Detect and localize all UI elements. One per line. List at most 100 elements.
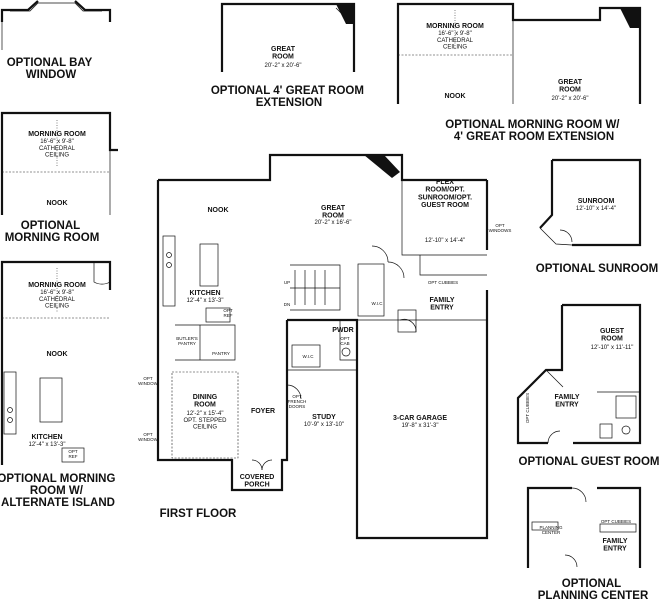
label-line: GUEST xyxy=(600,328,625,335)
label-line: OPT xyxy=(223,308,233,313)
label-line: WINDOW xyxy=(138,381,158,386)
label-line: PANTRY xyxy=(178,341,196,346)
label-line: OPT xyxy=(143,376,153,381)
room-dimension: 20'-2" x 16'-6" xyxy=(315,220,352,226)
room-dimension: 12'-4" x 13'-3" xyxy=(29,442,66,448)
room-dimension: 12'-4" x 13'-3" xyxy=(187,298,224,304)
great-room-extension-plan xyxy=(220,2,356,72)
note-dn: DN xyxy=(284,302,291,307)
room-dimension: 12'-2" x 15'-4" xyxy=(187,411,224,417)
room-dimension: 12'-10" x 14'-4" xyxy=(425,238,465,244)
label-line: ROOM xyxy=(322,213,344,220)
label-line: GREAT xyxy=(271,46,296,53)
room-dimension: 16'-6" x 9'-8" xyxy=(438,31,472,37)
label-line: FAMILY xyxy=(602,538,627,545)
note-opt-cubbies: OPT CUBBIES xyxy=(525,393,530,423)
label-line: FLEX xyxy=(436,179,454,186)
label-line: ROOM xyxy=(194,402,216,409)
room-name: NOOK xyxy=(47,351,68,358)
label-line: ENTRY xyxy=(603,546,627,553)
caption-great-room-extension: OPTIONAL 4' GREAT ROOM EXTENSION xyxy=(211,85,367,109)
label-line: OPT. STEPPED xyxy=(183,418,227,424)
label-line: GREAT xyxy=(321,205,346,212)
caption-morning-room-extension: OPTIONAL MORNING ROOM W/ 4' GREAT ROOM E… xyxy=(445,119,622,143)
morning-room-extension-plan xyxy=(396,2,642,104)
room-name: W.I.C xyxy=(303,354,315,359)
label-line: CEILING xyxy=(443,45,467,51)
room-name: KITCHEN xyxy=(189,290,220,297)
label-line: CAB xyxy=(340,341,349,346)
caption-first-floor: FIRST FLOOR xyxy=(160,508,237,520)
room-dimension: 10'-9" x 13'-10" xyxy=(304,422,344,428)
alternate-island-plan xyxy=(0,260,112,465)
room-name: MORNING ROOM xyxy=(28,282,86,289)
label-line: CEILING xyxy=(45,153,69,159)
label-line: CATHEDRAL xyxy=(437,38,474,44)
room-dimension: 20'-2" x 20'-6" xyxy=(265,63,302,69)
label-line: ROOM xyxy=(559,87,581,94)
label-line: DINING xyxy=(193,394,218,401)
note-opt-cubbies: OPT CUBBIES xyxy=(601,519,631,524)
bay-window-plan xyxy=(0,0,112,50)
label-line: GUEST ROOM xyxy=(421,202,469,209)
label-line: GREAT xyxy=(558,79,583,86)
label-line: FAMILY xyxy=(429,297,454,304)
label-line: PLANNING xyxy=(539,525,563,530)
label-line: COVERED xyxy=(240,474,275,481)
label-line: OPT xyxy=(292,394,302,399)
guest-room-plan xyxy=(516,303,642,445)
label-line: OPT xyxy=(495,223,505,228)
label-line: ENTRY xyxy=(555,402,579,409)
first-floor-plan xyxy=(156,153,489,540)
caption-morning-room: OPTIONAL MORNING ROOM xyxy=(5,220,100,244)
label-line: OPT xyxy=(143,432,153,437)
room-name: NOOK xyxy=(445,93,466,100)
caption-planning-center: OPTIONAL PLANNING CENTER xyxy=(538,578,649,600)
room-dimension: 12'-10" x 14'-4" xyxy=(576,206,616,212)
room-name: 3-CAR GARAGE xyxy=(393,415,447,422)
room-name: FOYER xyxy=(251,408,275,415)
room-name: NOOK xyxy=(47,200,68,207)
note-opt-cubbies: OPT CUBBIES xyxy=(428,280,458,285)
room-name: STUDY xyxy=(312,414,336,421)
label-line: REF xyxy=(69,454,78,459)
planning-center-plan xyxy=(526,486,642,568)
label-line: ROOM xyxy=(272,54,294,61)
caption-alternate-island: OPTIONAL MORNING ROOM W/ ALTERNATE ISLAN… xyxy=(0,473,119,509)
label-line: ROOM/OPT. xyxy=(425,187,464,194)
caption-guest-room: OPTIONAL GUEST ROOM xyxy=(519,456,660,468)
label-line: CATHEDRAL xyxy=(39,146,76,152)
label-line: BUTLER'S xyxy=(176,336,198,341)
caption-sunroom: OPTIONAL SUNROOM xyxy=(536,263,658,275)
label-line: CEILING xyxy=(45,304,69,310)
label-line: OPT xyxy=(340,336,350,341)
room-name: KITCHEN xyxy=(31,434,62,441)
room-dimension: 12'-10" x 11'-11" xyxy=(591,345,634,351)
label-line: DOORS xyxy=(289,404,306,409)
room-name: NOOK xyxy=(208,207,229,214)
label-line: REF xyxy=(224,313,233,318)
note-pantry: PANTRY xyxy=(212,351,230,356)
label-line: CATHEDRAL xyxy=(39,297,76,303)
caption-bay-window: OPTIONAL BAY WINDOW xyxy=(7,57,96,81)
room-dimension: 20'-2" x 20'-6" xyxy=(552,96,589,102)
